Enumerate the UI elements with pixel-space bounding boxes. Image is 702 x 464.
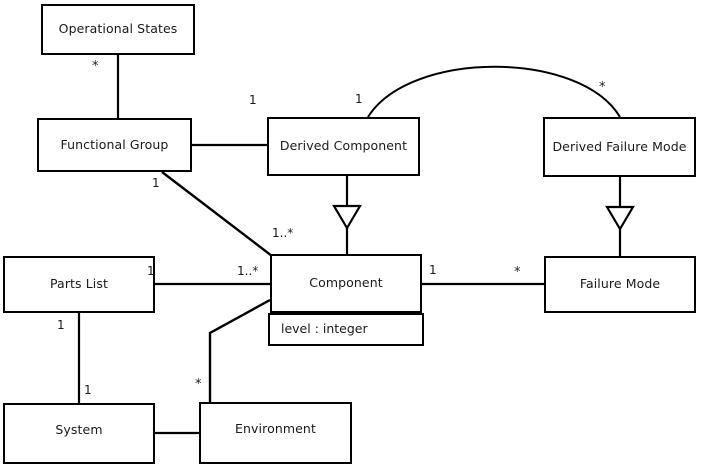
multiplicity-failure-mode-from-component: * (514, 265, 521, 280)
class-attributes-component[interactable]: level : integer (268, 313, 424, 346)
connector-component-environment[interactable] (208, 298, 271, 402)
class-name-component: Component (309, 275, 383, 291)
multiplicity-derived-failure-mode-curve: * (599, 80, 606, 95)
class-name-system: System (55, 422, 103, 438)
class-box-system[interactable]: System (3, 403, 155, 464)
class-name-failure-mode: Failure Mode (579, 276, 661, 292)
multiplicity-operational-states-functional-group: * (92, 59, 99, 74)
multiplicity-parts-list-component: 1 (147, 264, 155, 278)
attribute-component-level: level : integer (281, 321, 368, 337)
multiplicity-component-from-functional-group: 1..* (272, 226, 294, 240)
multiplicity-system-from-parts-list: 1 (84, 383, 92, 397)
class-box-functional-group[interactable]: Functional Group (37, 118, 192, 172)
class-name-parts-list: Parts List (49, 276, 108, 292)
connector-derived-component-derived-failure-mode[interactable] (367, 65, 621, 118)
multiplicity-environment-component: * (195, 377, 202, 392)
class-name-environment: Environment (235, 420, 316, 436)
class-box-parts-list[interactable]: Parts List (3, 256, 155, 313)
class-box-environment[interactable]: Environment (199, 402, 352, 464)
class-name-operational-states: Operational States (58, 21, 178, 37)
generalization-triangle-derived-failure-mode (605, 205, 635, 232)
class-box-derived-component[interactable]: Derived Component (267, 117, 420, 176)
multiplicity-functional-group-derived-component: 1 (249, 93, 257, 107)
class-box-derived-failure-mode[interactable]: Derived Failure Mode (543, 117, 696, 177)
multiplicity-functional-group-component: 1 (152, 176, 160, 190)
connector-functional-group-component[interactable] (161, 171, 273, 257)
multiplicity-component-from-parts-list: 1..* (237, 264, 259, 278)
multiplicity-parts-list-system: 1 (57, 318, 65, 332)
class-box-component[interactable]: Component (270, 254, 422, 313)
generalization-triangle-derived-component (332, 204, 362, 231)
class-box-failure-mode[interactable]: Failure Mode (544, 256, 696, 313)
class-name-derived-failure-mode: Derived Failure Mode (552, 138, 687, 154)
class-box-operational-states[interactable]: Operational States (41, 4, 195, 55)
class-name-functional-group: Functional Group (60, 136, 169, 152)
multiplicity-component-failure-mode: 1 (429, 263, 437, 277)
multiplicity-derived-component-curve: 1 (355, 92, 363, 106)
class-name-derived-component: Derived Component (279, 138, 408, 154)
